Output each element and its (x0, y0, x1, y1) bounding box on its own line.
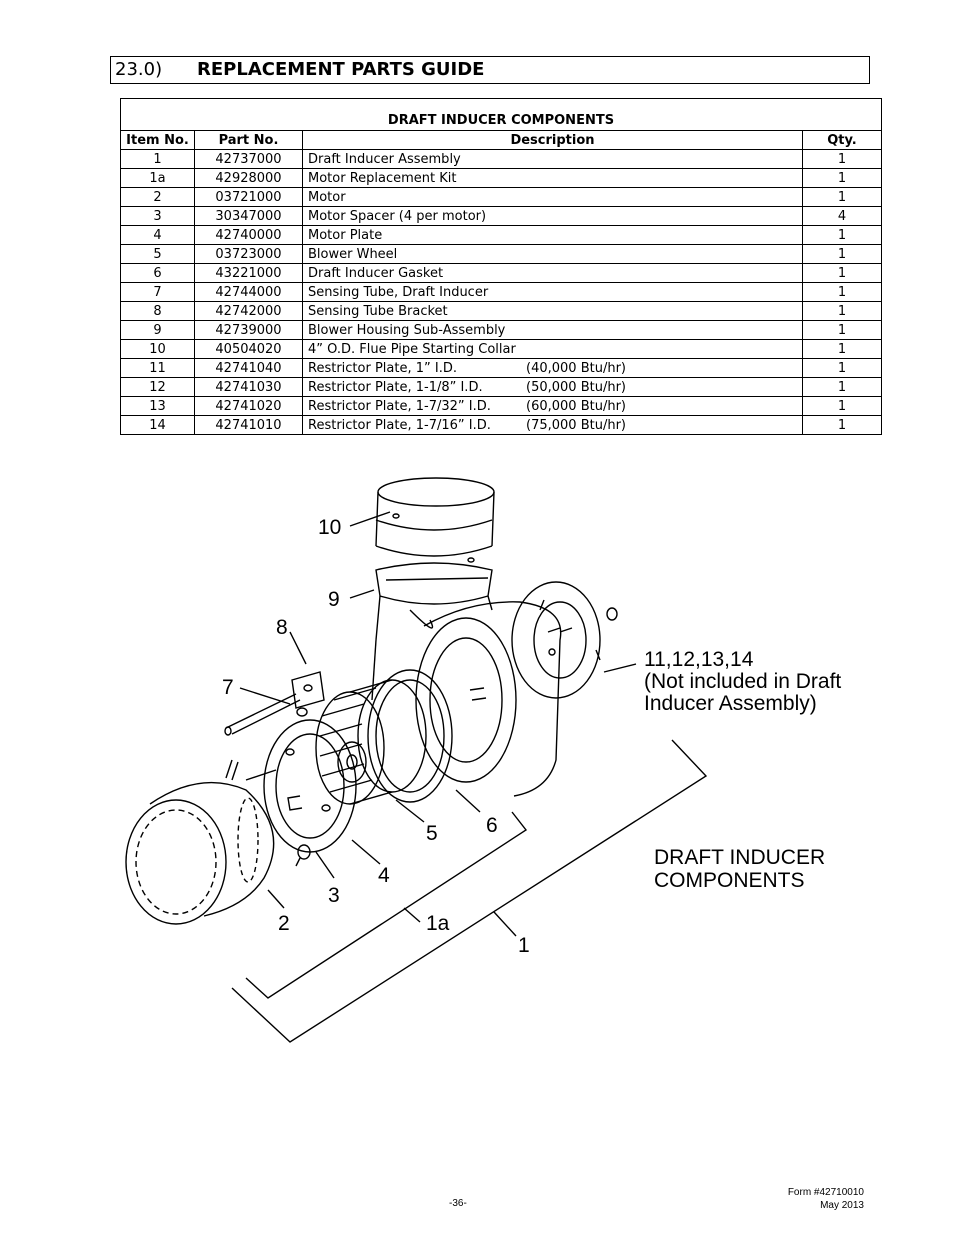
row-description: Motor Plate (308, 227, 383, 243)
row-description-cell: Draft Inducer Gasket (302, 263, 803, 283)
header-description: Description (302, 130, 803, 150)
row-part-no: 03723000 (194, 244, 303, 264)
motor (125, 759, 277, 925)
restrictor-note-line-1: 11,12,13,14 (644, 648, 754, 671)
row-description: Blower Wheel (308, 246, 398, 262)
row-rating: (60,000 Btu/hr) (526, 398, 626, 414)
blower-wheel (315, 679, 427, 805)
row-description: Restrictor Plate, 1-1/8” I.D. (308, 379, 483, 395)
row-description: Motor Replacement Kit (308, 170, 457, 186)
sensing-tube (224, 671, 325, 736)
row-description: Motor (308, 189, 346, 205)
row-description: Restrictor Plate, 1” I.D. (308, 360, 457, 376)
row-description: Sensing Tube Bracket (308, 303, 448, 319)
inducer-gasket (367, 669, 453, 803)
row-rating: (50,000 Btu/hr) (526, 379, 626, 395)
row-rating: (40,000 Btu/hr) (526, 360, 626, 376)
row-rating: (75,000 Btu/hr) (526, 417, 626, 433)
blower-housing (371, 562, 562, 797)
page-number: -36- (449, 1198, 467, 1209)
form-info: Form #42710010 May 2013 (788, 1186, 864, 1212)
row-part-no: 42741010 (194, 415, 303, 435)
flue-collar (375, 477, 495, 563)
callout-7: 7 (222, 676, 234, 699)
section-number: 23.0) (115, 59, 163, 80)
row-item-no: 14 (120, 415, 195, 435)
parts-table: DRAFT INDUCER COMPONENTS Item No. Part N… (120, 98, 882, 435)
form-date: May 2013 (820, 1200, 864, 1211)
kit-bracket-1a (245, 811, 528, 999)
restrictor-plate (511, 581, 618, 699)
callout-labels: 10 9 8 7 6 5 4 3 2 1a 1 (222, 516, 530, 957)
callout-2: 2 (278, 912, 290, 935)
restrictor-note-line-2: (Not included in Draft (644, 670, 841, 693)
group-label-line-1: DRAFT INDUCER (654, 846, 825, 869)
row-description: Blower Housing Sub-Assembly (308, 322, 506, 338)
section-header: 23.0) REPLACEMENT PARTS GUIDE (110, 56, 870, 84)
callout-9: 9 (328, 588, 340, 611)
row-description: Restrictor Plate, 1-7/32” I.D. (308, 398, 491, 414)
row-description-cell: Restrictor Plate, 1-7/16” I.D. (75,000 Bt… (302, 415, 803, 435)
callout-4: 4 (378, 864, 390, 887)
row-part-no: 42742000 (194, 301, 303, 321)
row-qty: 1 (802, 415, 882, 435)
diagram-drawing (125, 477, 708, 1043)
row-description: Draft Inducer Gasket (308, 265, 444, 281)
motor-spacers (295, 844, 311, 867)
group-label: DRAFT INDUCER COMPONENTS (654, 846, 825, 892)
callout-10: 10 (318, 516, 341, 539)
motor-plate (263, 719, 357, 853)
row-description-cell: Sensing Tube Bracket (302, 301, 803, 321)
row-part-no: 42740000 (194, 225, 303, 245)
callout-1a: 1a (426, 912, 450, 935)
row-part-no: 03721000 (194, 187, 303, 207)
callout-1: 1 (518, 934, 530, 957)
row-description: Sensing Tube, Draft Inducer (308, 284, 489, 300)
row-description: Draft Inducer Assembly (308, 151, 461, 167)
form-number: Form #42710010 (787, 1187, 864, 1198)
row-description-cell: 4” O.D. Flue Pipe Starting Collar (302, 339, 803, 359)
group-label-line-2: COMPONENTS (654, 869, 805, 892)
row-part-no: 42739000 (194, 320, 303, 340)
header-qty: Qty. (802, 130, 882, 150)
row-description: Restrictor Plate, 1-7/16” I.D. (308, 417, 491, 433)
callout-6: 6 (486, 814, 498, 837)
row-description: 4” O.D. Flue Pipe Starting Collar (308, 341, 516, 357)
callout-8: 8 (276, 616, 288, 639)
callout-5: 5 (426, 822, 438, 845)
row-description: Motor Spacer (4 per motor) (308, 208, 487, 224)
restrictor-note: 11,12,13,14 (Not included in Draft Induc… (644, 648, 841, 715)
restrictor-note-line-3: Inducer Assembly) (644, 692, 817, 715)
section-title: REPLACEMENT PARTS GUIDE (197, 59, 485, 80)
callout-3: 3 (328, 884, 340, 907)
table-header-row: Item No. Part No. Description Qty. (120, 130, 882, 150)
leader-lines (239, 511, 637, 909)
row-description-cell: Restrictor Plate, 1-1/8” I.D. (50,000 Btu… (302, 377, 803, 397)
assembly-bracket-1 (231, 739, 708, 1043)
row-part-no: 42744000 (194, 282, 303, 302)
